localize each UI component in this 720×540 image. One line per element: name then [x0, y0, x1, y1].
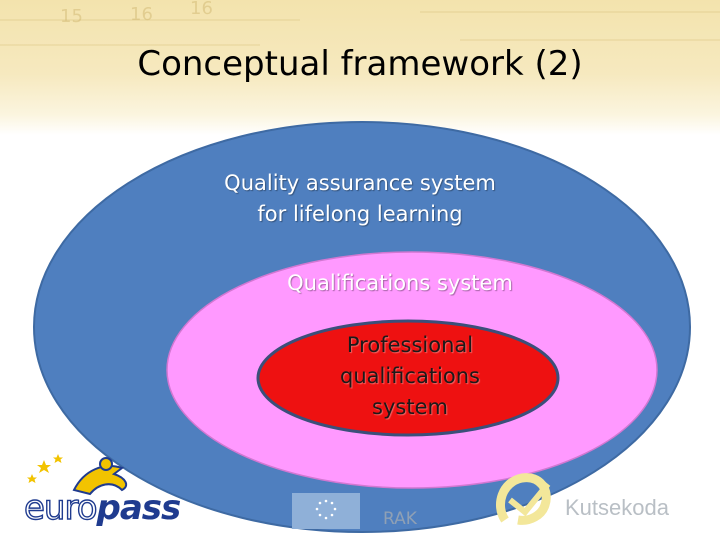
europass-logo-euro: euro	[23, 487, 98, 528]
svg-text:16: 16	[190, 0, 213, 19]
outer-ellipse-label: Quality assurance system for lifelong le…	[160, 168, 560, 230]
svg-text:16: 16	[130, 4, 153, 25]
rak-logo: RAK	[383, 509, 417, 529]
inner-label-line1: Professional	[346, 333, 474, 357]
inner-ellipse-label: Professional qualifications system	[300, 330, 520, 423]
kutsekoda-logo-mark	[496, 473, 551, 525]
outer-label-line2: for lifelong learning	[257, 202, 463, 226]
outer-label-line1: Quality assurance system	[224, 171, 496, 195]
europass-logo: europass	[23, 487, 182, 528]
header-decoration: 15 16 16	[0, 0, 720, 46]
slide-title: Conceptual framework (2)	[137, 44, 583, 84]
eu-flag-logo	[292, 493, 360, 529]
inner-label-line2: qualifications	[340, 364, 480, 388]
inner-label-line3: system	[372, 395, 448, 419]
header-band	[0, 0, 720, 135]
svg-text:15: 15	[60, 6, 83, 27]
europass-logo-pass: pass	[96, 488, 182, 528]
kutsekoda-logo: Kutsekoda	[565, 495, 669, 520]
middle-ellipse-label: Qualifications system	[287, 271, 513, 295]
inner-ellipse	[256, 319, 560, 437]
europass-logo-figure	[27, 454, 128, 496]
